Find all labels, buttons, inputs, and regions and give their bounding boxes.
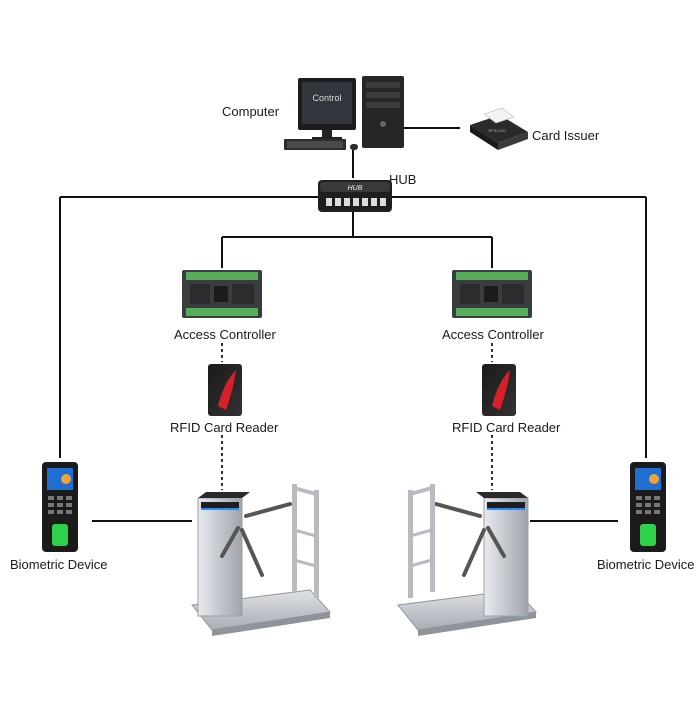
- computer-screen-text: Control: [312, 93, 341, 103]
- rfid-reader-right-label: RFID Card Reader: [452, 420, 561, 435]
- biometric-left-label: Biometric Device: [10, 557, 108, 572]
- biometric-device-icon-right: [630, 462, 666, 552]
- access-controller-icon-left: [182, 270, 262, 318]
- access-controller-left-label: Access Controller: [174, 327, 276, 342]
- hub-device-text: HUB: [348, 185, 363, 192]
- dotted-links: [221, 343, 493, 490]
- computer-label: Computer: [222, 104, 280, 119]
- access-controller-right-label: Access Controller: [442, 327, 544, 342]
- turnstile-icon-right: [397, 484, 537, 636]
- access-controller-icon-right: [452, 270, 532, 318]
- connection-lines: [59, 127, 647, 522]
- card-issuer-icon: RFID-200: [470, 107, 528, 150]
- hub-icon: HUB: [318, 180, 392, 212]
- biometric-device-icon-left: [42, 462, 78, 552]
- biometric-right-label: Biometric Device: [597, 557, 695, 572]
- rfid-reader-left-label: RFID Card Reader: [170, 420, 279, 435]
- card-issuer-device-text: RFID-200: [488, 128, 506, 133]
- card-issuer-label: Card Issuer: [532, 128, 600, 143]
- hub-label: HUB: [389, 172, 417, 187]
- computer-icon: Control: [284, 76, 404, 150]
- turnstile-icon-left: [191, 484, 331, 636]
- rfid-reader-icon-right: [482, 364, 516, 416]
- rfid-reader-icon-left: [208, 364, 242, 416]
